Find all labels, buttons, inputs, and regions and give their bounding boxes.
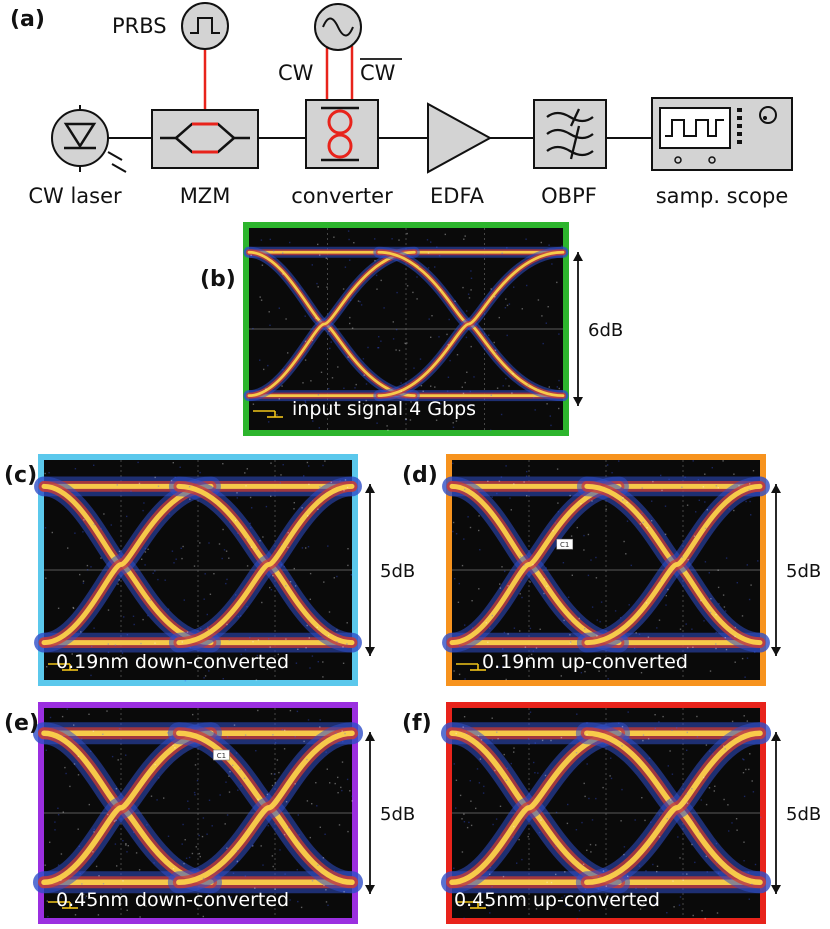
cw-source-icon [314,3,362,100]
label-obpf: OBPF [541,184,597,208]
cursor-marker [556,538,574,550]
oscilloscope-icon [651,97,793,171]
cursor-marker-label: C1 [217,752,226,760]
scale-label: 6dB [588,320,623,341]
label-converter: converter [291,184,393,208]
label-cw: CW [278,61,314,85]
amplifier-icon [427,102,493,174]
prbs-generator-icon [181,2,229,110]
mzm-icon [151,109,259,169]
eye-panel-b: input signal 4 Gbps 6dB [243,222,623,436]
eye-caption: 0.45nm up-converted [454,889,660,911]
filter-icon [533,99,607,169]
eye-caption: 0.19nm up-converted [482,651,688,673]
eye-panel-e: C1 0.45nm down-converted 5dB [33,702,415,924]
laser-icon [51,105,127,173]
converter-icon [305,99,379,169]
scale-label: 5dB [380,804,415,825]
panel-label-b: (b) [200,267,236,292]
label-cw-bar: CW [360,61,396,85]
label-edfa: EDFA [430,184,485,208]
cursor-marker [213,749,230,761]
label-prbs: PRBS [112,14,167,38]
panel-label-c: (c) [4,463,37,488]
scale-label: 5dB [786,561,821,582]
label-sampling-scope: samp. scope [656,184,789,208]
eye-caption: input signal 4 Gbps [292,398,476,420]
eye-caption: 0.19nm down-converted [56,651,289,673]
eye-caption: 0.45nm down-converted [56,889,289,911]
scale-label: 5dB [786,804,821,825]
panel-label-a: (a) [10,7,45,32]
panel-label-e: (e) [4,711,39,736]
panel-label-d: (d) [402,463,438,488]
eye-panel-c: 0.19nm down-converted 5dB [34,454,415,686]
eye-panel-f: 0.45nm up-converted 5dB [441,702,821,924]
scale-label: 5dB [380,561,415,582]
label-mzm: MZM [180,184,231,208]
eye-diagram-panels: input signal 4 Gbps 6dB 0.19nm down-conver… [33,222,821,924]
panel-label-f: (f) [402,711,432,736]
eye-panel-d: C1 0.19nm up-converted 5dB [442,454,821,686]
label-cw-laser: CW laser [28,184,122,208]
cursor-marker-label: C1 [560,541,569,549]
